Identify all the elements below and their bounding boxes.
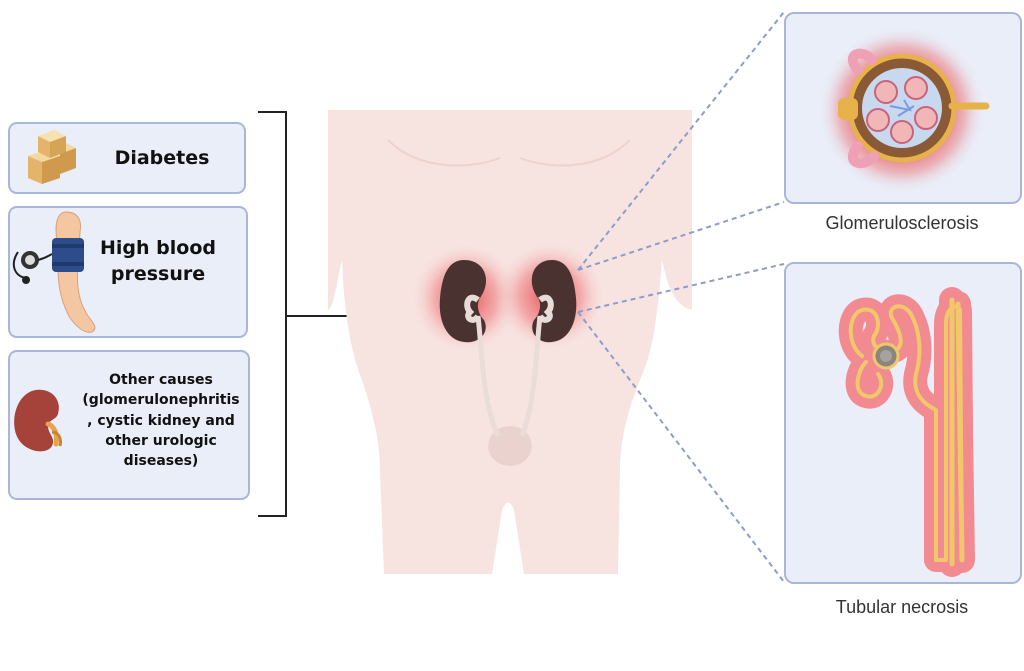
diabetes-label: Diabetes [114,147,210,169]
nephron-tubule-illustration [838,287,975,577]
other-causes-label: Other causes (glomerulonephritis , cysti… [82,372,240,470]
bracket [258,111,287,517]
kidney-icon [14,389,62,452]
sugar-cubes-icon [28,130,76,184]
glomerulosclerosis-caption: Glomerulosclerosis [825,213,979,233]
cause-box-high-blood-pressure [8,206,248,338]
glomerulus-illustration [818,26,990,194]
glomerulosclerosis-panel [784,12,1022,204]
tubular-necrosis-panel [784,262,1022,584]
tubular-necrosis-caption: Tubular necrosis [835,597,969,617]
high-blood-pressure-label: High blood pressure [100,237,216,285]
blood-pressure-cuff-icon [12,211,96,333]
torso-illustration [328,110,692,574]
